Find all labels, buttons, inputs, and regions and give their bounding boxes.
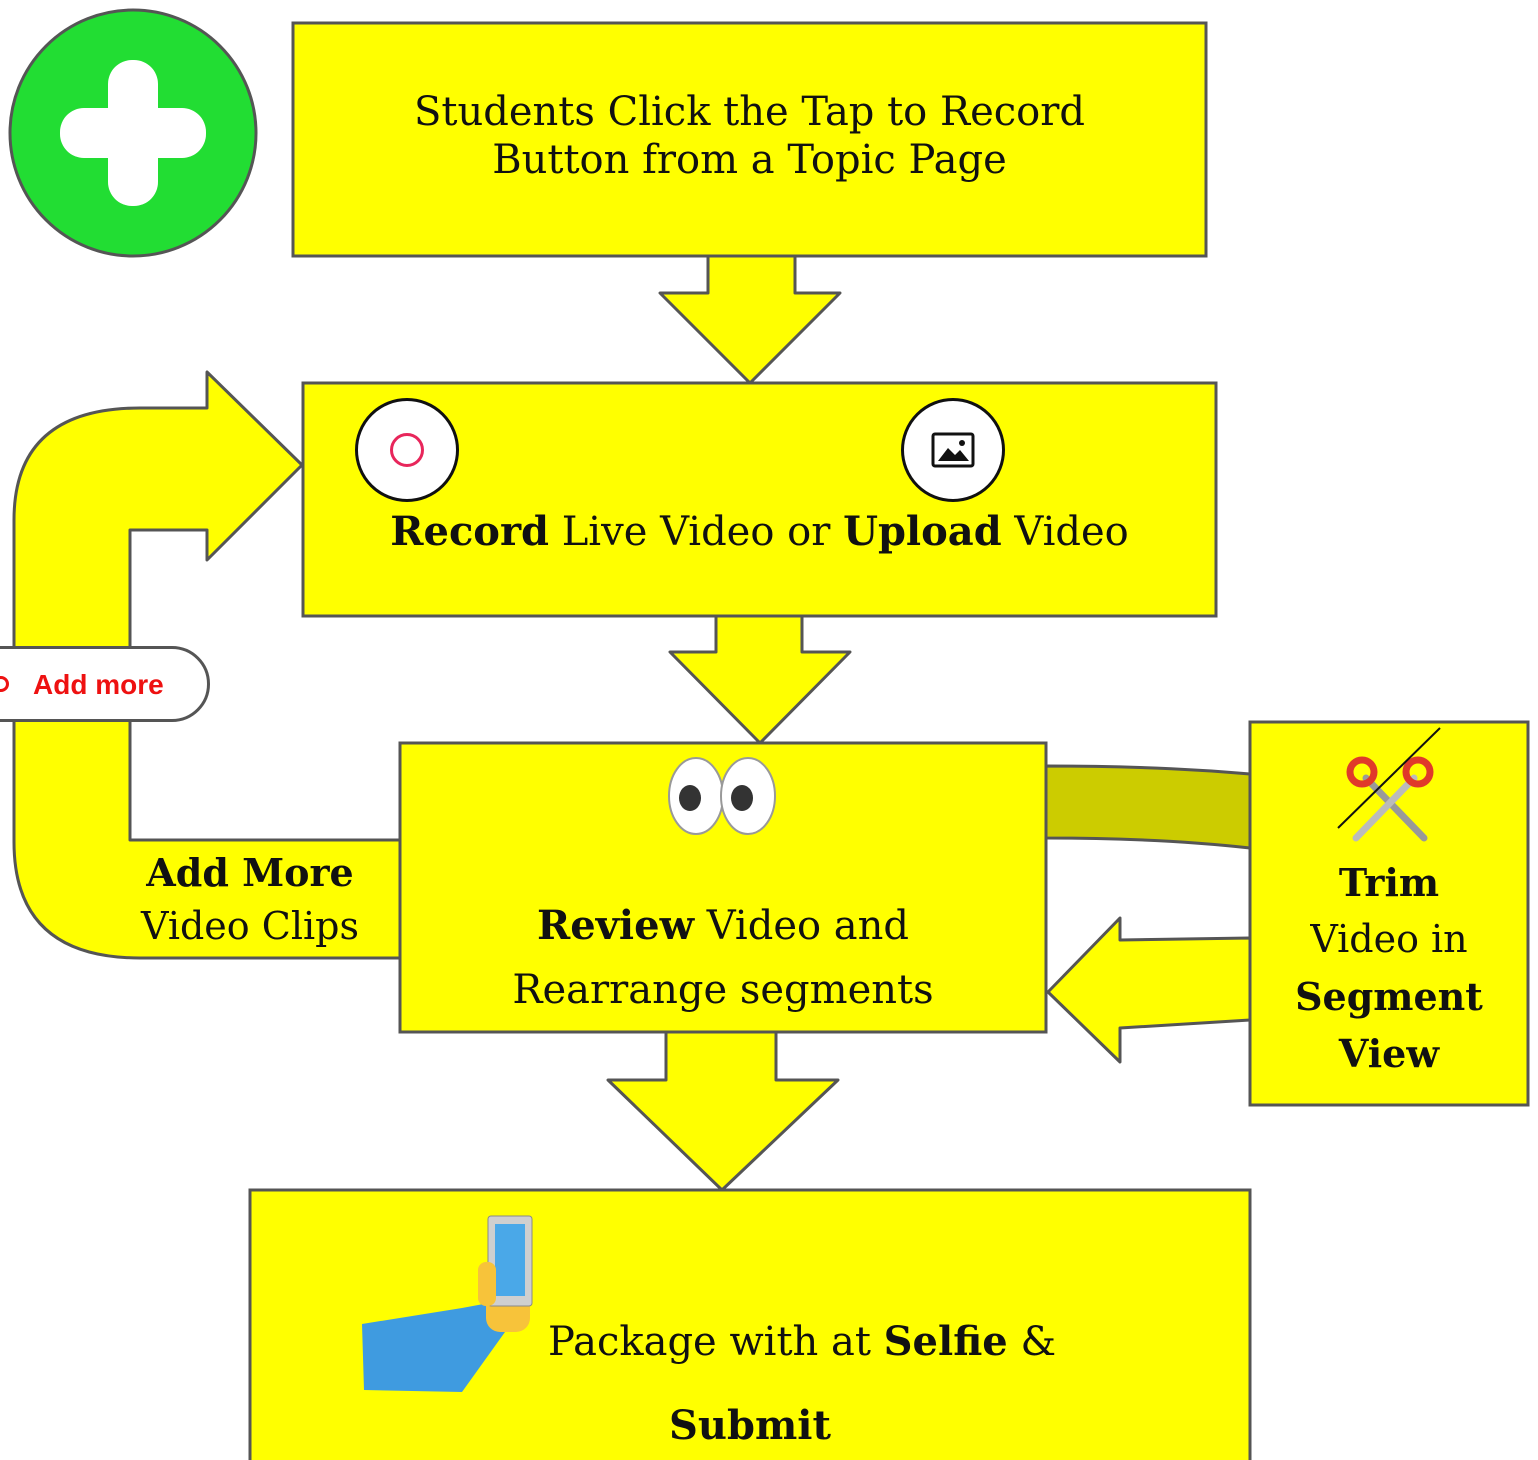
- record-button[interactable]: [355, 398, 459, 502]
- view-label: View: [1338, 1031, 1440, 1076]
- submit-label: Submit: [669, 1402, 831, 1449]
- step1-line2: Button from a Topic Page: [492, 137, 1007, 183]
- step2-text: Record Live Video or Upload Video: [303, 508, 1216, 556]
- loop-arrow: [12, 370, 402, 960]
- step3-rest: Video and: [694, 903, 909, 949]
- trim-text: Trim Video in Segment View: [1250, 854, 1528, 1082]
- trim-label: Trim: [1338, 860, 1440, 905]
- upload-label: Upload: [843, 508, 1002, 555]
- step3-text: Review Video and Rearrange segments: [400, 894, 1046, 1022]
- down-arrow-2: [668, 614, 852, 745]
- step2-mid: Live Video or: [549, 509, 844, 555]
- segment-label: Segment: [1295, 974, 1483, 1019]
- scissors-icon: [1337, 727, 1441, 842]
- review-label: Review: [537, 902, 695, 949]
- upload-button[interactable]: [901, 398, 1005, 502]
- loop-label: Add More Video Clips: [100, 850, 400, 949]
- trim-connector: [1044, 764, 1252, 850]
- step3-line2: Rearrange segments: [512, 967, 934, 1013]
- trim-line2: Video in: [1310, 917, 1468, 961]
- trim-box: [1248, 720, 1530, 1107]
- loop-label-bold: Add More: [146, 850, 354, 895]
- record-dot-icon: [0, 676, 9, 692]
- step1-line1: Students Click the Tap to Record: [414, 89, 1085, 135]
- step4-amp: &: [1007, 1319, 1057, 1365]
- down-arrow-1: [658, 254, 842, 385]
- step4-pre: Package with at: [548, 1319, 884, 1365]
- step4-line1: Package with at Selfie &: [548, 1318, 1188, 1366]
- selfie-label: Selfie: [883, 1318, 1008, 1365]
- loop-label-plain: Video Clips: [141, 903, 359, 948]
- step1-text: Students Click the Tap to Record Button …: [293, 88, 1206, 184]
- add-more-label: Add more: [33, 669, 164, 700]
- image-upload-icon: [931, 432, 975, 468]
- eyes-icon: [668, 757, 776, 835]
- step2-box: [301, 381, 1218, 618]
- step1-box: [291, 21, 1208, 258]
- record-label: Record: [390, 508, 550, 555]
- down-arrow-3: [606, 1030, 840, 1192]
- selfie-icon: [362, 1215, 533, 1392]
- trim-back-arrow: [1046, 916, 1252, 1064]
- add-more-button[interactable]: Add more: [0, 646, 210, 722]
- step2-end: Video: [1001, 509, 1129, 555]
- record-icon: [390, 433, 424, 467]
- plus-icon: [8, 8, 258, 258]
